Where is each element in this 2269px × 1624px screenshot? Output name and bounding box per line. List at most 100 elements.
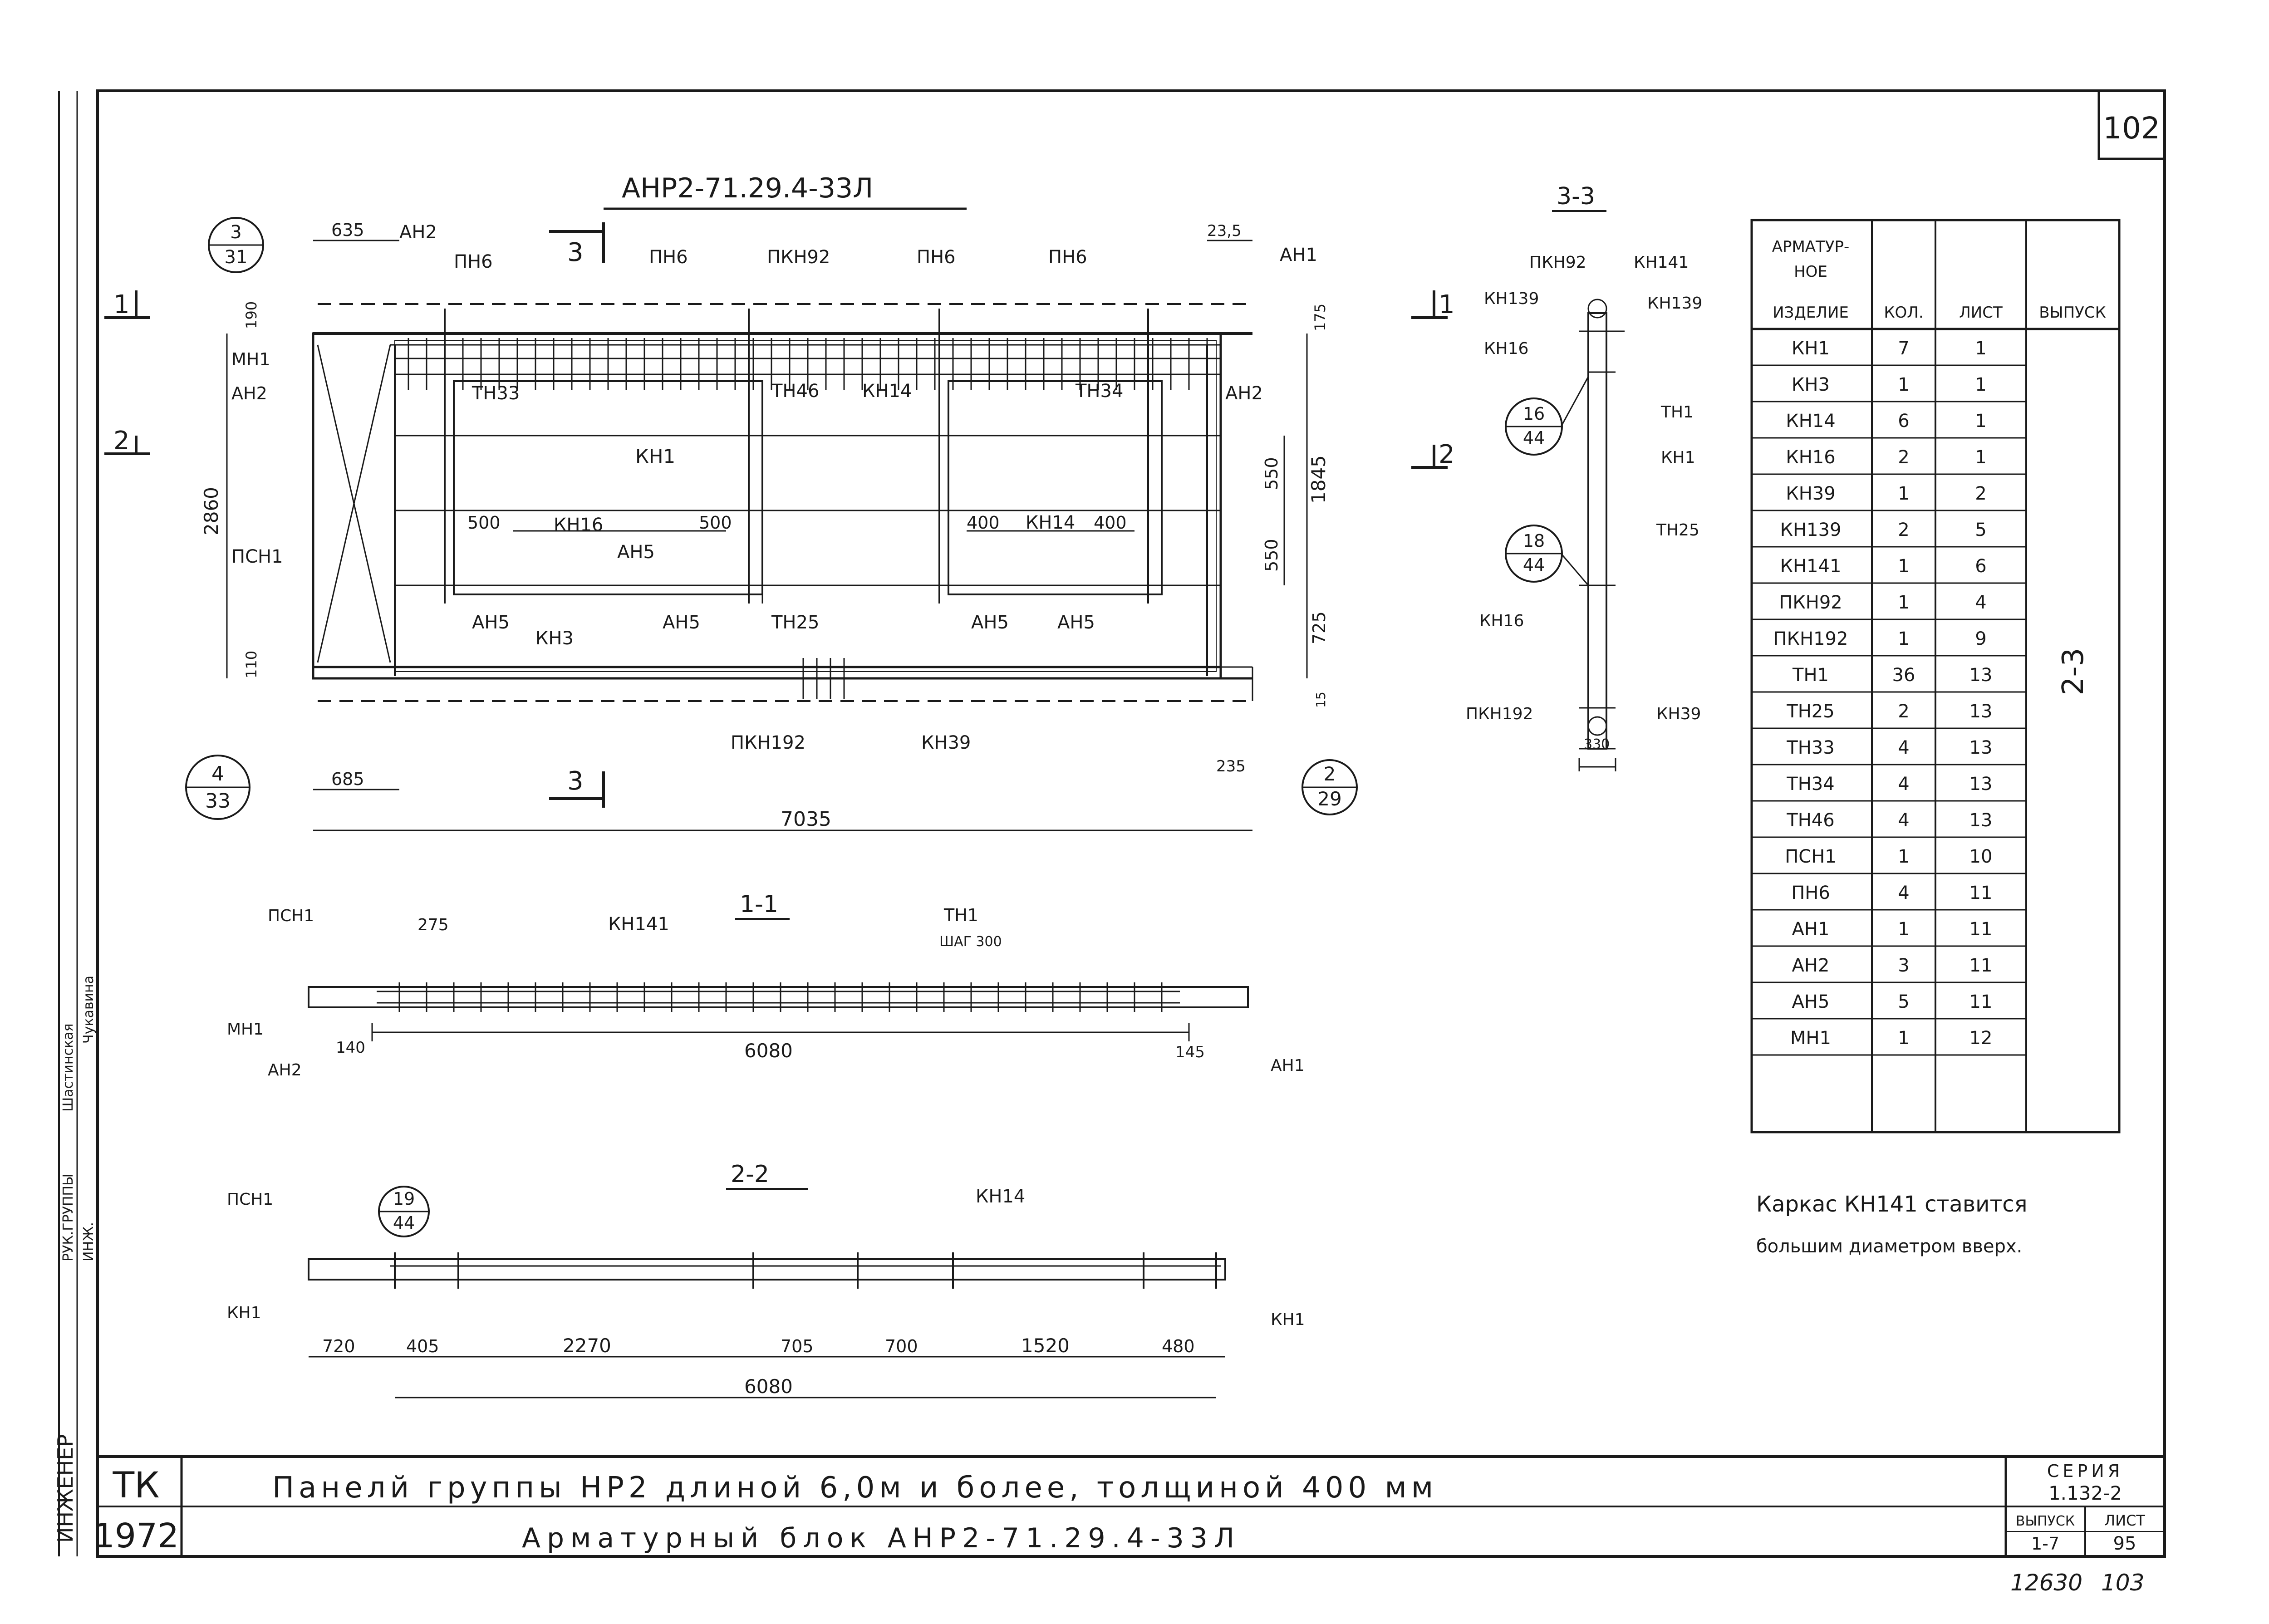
s33-kn16-top: КН16 (1484, 339, 1528, 358)
spec-header-sheet: ЛИСТ (1959, 304, 2003, 322)
label-kn3: КН3 (535, 628, 574, 649)
ref-bottom-right-bottom: 29 (1317, 788, 1341, 810)
spec-cell-item: КН3 (1792, 374, 1830, 395)
spec-cell-sheet: 11 (1969, 919, 1993, 940)
spec-cell-item: ТН34 (1786, 774, 1834, 795)
title-line-2: Арматурный блок АНР2-71.29.4-33Л (522, 1522, 1241, 1554)
dim-550b: 550 (1262, 539, 1282, 572)
spec-cell-qty: 1 (1898, 846, 1909, 867)
s22-d480: 480 (1162, 1336, 1195, 1356)
spec-header-issue: ВЫПУСК (2039, 304, 2106, 322)
spec-header-item-3: ИЗДЕЛИЕ (1773, 304, 1849, 322)
s22-d700: 700 (885, 1336, 918, 1356)
spec-cell-qty: 1 (1898, 628, 1909, 649)
title-series: 1.132-2 (2048, 1482, 2122, 1504)
label-pn6-4: ПН6 (1048, 247, 1087, 268)
dim-550a: 550 (1262, 457, 1282, 490)
note-line-2: большим диаметром вверх. (1756, 1236, 2022, 1257)
s11-tn1: ТН1 (943, 905, 978, 925)
section-3-3-labels: 3-3 ПКН92 КН141 КН139 КН139 КН16 ТН1 КН1… (1466, 183, 1702, 752)
label-pn6-3: ПН6 (917, 247, 956, 268)
label-pkn192: ПКН192 (731, 732, 805, 753)
spec-cell-sheet: 13 (1969, 774, 1993, 795)
s11-d140: 140 (336, 1039, 365, 1057)
spec-cell-item: ТН46 (1786, 810, 1834, 831)
label-tn46: ТН46 (771, 381, 819, 402)
sheet-number-box (2097, 89, 2166, 160)
dim-400a: 400 (967, 513, 1000, 533)
s22-d705: 705 (781, 1336, 814, 1356)
s33-kn16-bot: КН16 (1479, 612, 1524, 630)
dim-400b: 400 (1094, 513, 1127, 533)
spec-cell-item: ТН25 (1786, 701, 1834, 722)
s33-tn25: ТН25 (1656, 521, 1699, 540)
cut-3-bottom: 3 (567, 766, 584, 796)
spec-cell-sheet: 13 (1969, 810, 1993, 831)
spec-cell-item: КН39 (1786, 483, 1835, 504)
dim-1845: 1845 (1307, 455, 1330, 504)
cut-1-left: 1 (113, 290, 130, 319)
s11-d275: 275 (417, 916, 449, 934)
section-1-1 (308, 918, 1249, 1041)
spec-cell-item: КН141 (1780, 556, 1842, 577)
title-block (98, 1455, 2165, 1556)
cut-2-left: 2 (113, 426, 130, 456)
s33-d330: 330 (1584, 736, 1610, 752)
stamp-row-3: ИНЖЕНЕР (53, 1434, 78, 1543)
s33-ref-b-bottom: 44 (1523, 555, 1545, 575)
section-3-3-title: 3-3 (1557, 183, 1595, 210)
dim-500a: 500 (467, 513, 501, 533)
s33-ref-b-top: 18 (1523, 531, 1545, 551)
main-view: АНР2-71.29.4-33Л (104, 172, 1448, 831)
spec-cell-item: АН1 (1792, 919, 1830, 940)
spec-cell-qty: 4 (1898, 883, 1909, 903)
dim-110: 110 (243, 651, 260, 678)
main-view-title: АНР2-71.29.4-33Л (622, 172, 873, 204)
spec-cell-item: КН16 (1786, 447, 1835, 468)
spec-table-text: АРМАТУР- НОЕ ИЗДЕЛИЕ КОЛ. ЛИСТ ВЫПУСК 2-… (1772, 238, 2106, 1049)
spec-cell-qty: 36 (1892, 665, 1915, 686)
spec-cell-item: ПСН1 (1785, 846, 1837, 867)
cut-1-right: 1 (1439, 290, 1455, 319)
s22-kn1-r: КН1 (1271, 1310, 1305, 1329)
s33-pkn192: ПКН192 (1466, 705, 1533, 723)
ref-bottom-left-top: 4 (211, 762, 224, 785)
s22-ref-top: 19 (393, 1189, 415, 1209)
s22-d405: 405 (406, 1336, 439, 1356)
spec-header-item-1: АРМАТУР- (1772, 238, 1850, 256)
spec-cell-sheet: 6 (1975, 556, 1986, 577)
spec-cell-sheet: 13 (1969, 701, 1993, 722)
label-an5-4: АН5 (1057, 612, 1095, 633)
s22-psn1: ПСН1 (227, 1190, 273, 1209)
label-an2-right: АН2 (1225, 383, 1263, 404)
s22-kn14: КН14 (976, 1186, 1025, 1207)
s11-an2: АН2 (268, 1061, 302, 1079)
spec-cell-qty: 2 (1898, 701, 1909, 722)
spec-cell-item: ПН6 (1791, 883, 1830, 903)
stamp-row-1: РУК.ГРУППЫ (60, 1174, 76, 1261)
spec-cell-item: КН139 (1780, 520, 1842, 540)
title-year: 1972 (93, 1516, 179, 1555)
title-sheet: 95 (2113, 1533, 2136, 1554)
section-2-2-title: 2-2 (731, 1161, 769, 1188)
s11-mn1: МН1 (227, 1020, 264, 1039)
s22-d6080: 6080 (744, 1375, 793, 1398)
title-issue-label: ВЫПУСК (2016, 1513, 2075, 1529)
spec-issue-value: 2-3 (2057, 648, 2090, 696)
title-org: ТК (112, 1465, 159, 1506)
ref-top-left-bottom: 31 (225, 247, 248, 268)
label-an5-1: АН5 (472, 612, 510, 633)
label-an2-top: АН2 (399, 222, 437, 243)
dim-175: 175 (1311, 304, 1329, 331)
spec-header-item-2: НОЕ (1794, 263, 1827, 281)
s33-ref-a-top: 16 (1523, 404, 1545, 424)
note: Каркас КН141 ставится большим диаметром … (1756, 1192, 2028, 1257)
spec-cell-qty: 6 (1898, 411, 1909, 432)
spec-cell-qty: 3 (1898, 955, 1909, 976)
spec-cell-sheet: 4 (1975, 592, 1986, 613)
s33-kn141: КН141 (1634, 253, 1689, 272)
spec-cell-qty: 2 (1898, 520, 1909, 540)
label-pn6-2: ПН6 (649, 247, 688, 268)
dim-725: 725 (1309, 611, 1329, 644)
spec-cell-qty: 5 (1898, 991, 1909, 1012)
